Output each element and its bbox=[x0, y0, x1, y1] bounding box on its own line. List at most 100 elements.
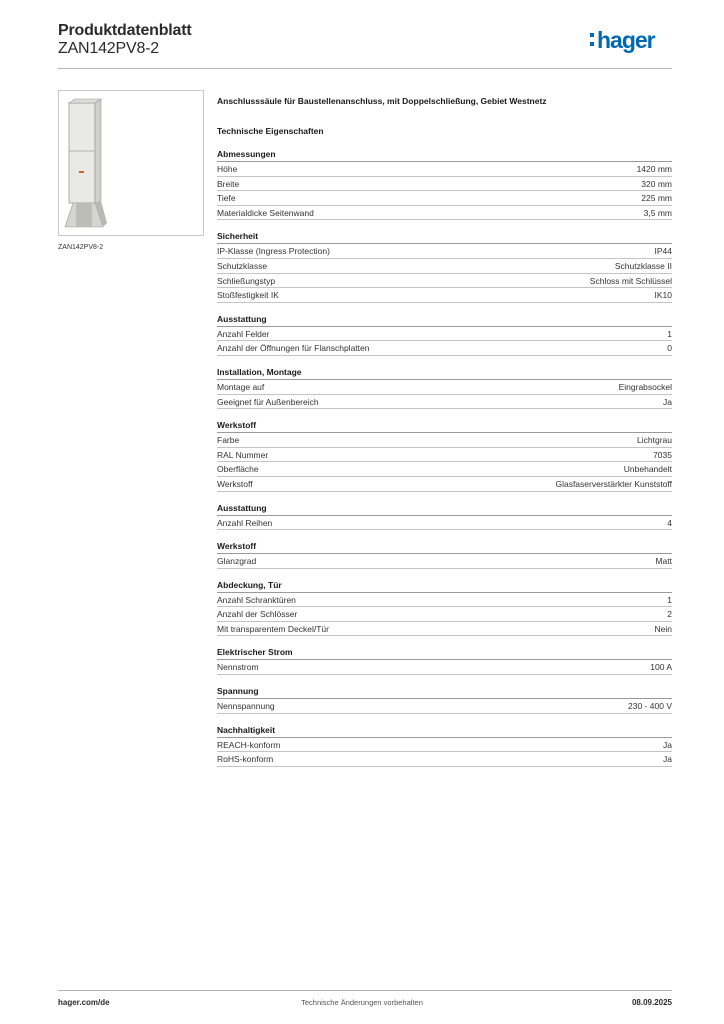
product-illustration bbox=[64, 98, 107, 228]
spec-value: 4 bbox=[667, 517, 672, 528]
logo-text: hager bbox=[597, 27, 656, 53]
section-title: Ausstattung bbox=[217, 502, 672, 516]
spec-row: Höhe 1420 mm bbox=[217, 162, 672, 177]
spec-label: Nennstrom bbox=[217, 662, 259, 673]
spec-row: Materialdicke Seitenwand 3,5 mm bbox=[217, 206, 672, 221]
spec-label: Anzahl Felder bbox=[217, 328, 270, 339]
spec-value: 320 mm bbox=[641, 178, 672, 189]
section-title: Installation, Montage bbox=[217, 366, 672, 380]
spec-value: Schutzklasse II bbox=[614, 260, 672, 271]
section-title: Werkstoff bbox=[217, 419, 672, 434]
product-description: Anschlusssäule für Baustellenanschluss, … bbox=[217, 96, 547, 106]
spec-value: Ja bbox=[663, 739, 672, 750]
spec-value: Glasfaserverstärkter Kunststoff bbox=[555, 478, 672, 489]
spec-row: Schließungstyp Schloss mit Schlüssel bbox=[217, 274, 672, 289]
spec-row: Tiefe 225 mm bbox=[217, 191, 672, 206]
spec-row: Werkstoff Glasfaserverstärkter Kunststoff bbox=[217, 477, 672, 492]
section-title: Sicherheit bbox=[217, 230, 672, 245]
spec-label: Schließungstyp bbox=[217, 275, 276, 286]
spec-value: Unbehandelt bbox=[623, 464, 672, 475]
product-image bbox=[58, 90, 204, 236]
spec-label: Stoßfestigkeit IK bbox=[217, 290, 279, 301]
spec-row: Farbe Lichtgrau bbox=[217, 433, 672, 448]
spec-label: Werkstoff bbox=[217, 478, 253, 489]
spec-value: Ja bbox=[663, 396, 672, 407]
spec-label: Breite bbox=[217, 178, 240, 189]
spec-value: 0 bbox=[667, 343, 672, 354]
footer-date: 08.09.2025 bbox=[631, 998, 672, 1007]
spec-label: REACH-konform bbox=[217, 739, 281, 750]
spec-label: Materialdicke Seitenwand bbox=[217, 207, 314, 218]
spec-value: IK10 bbox=[654, 290, 673, 301]
spec-value: 7035 bbox=[653, 449, 672, 460]
footer-website: hager.com/de bbox=[58, 998, 110, 1007]
spec-row: Mit transparentem Deckel/Tür Nein bbox=[217, 622, 672, 637]
spec-label: Glanzgrad bbox=[217, 556, 257, 567]
spec-row: IP-Klasse (Ingress Protection) IP44 bbox=[217, 244, 672, 259]
spec-label: RAL Nummer bbox=[217, 449, 269, 460]
section-title: Nachhaltigkeit bbox=[217, 724, 672, 738]
spec-value: Matt bbox=[655, 556, 672, 567]
spec-row: RAL Nummer 7035 bbox=[217, 448, 672, 463]
spec-row: Anzahl der Öffnungen für Flanschplatten 0 bbox=[217, 341, 672, 356]
section-title: Abdeckung, Tür bbox=[217, 579, 672, 593]
spec-label: Anzahl der Öffnungen für Flanschplatten bbox=[217, 343, 370, 354]
section-title: Ausstattung bbox=[217, 313, 672, 327]
spec-value: Ja bbox=[663, 754, 672, 765]
product-code: ZAN142PV8-2 bbox=[58, 40, 159, 57]
spec-label: Tiefe bbox=[217, 193, 236, 204]
footer-notice: Technische Änderungen vorbehalten bbox=[301, 998, 423, 1007]
spec-content: Anschlusssäule für Baustellenanschluss, … bbox=[217, 96, 672, 777]
spec-value: 230 - 400 V bbox=[628, 701, 672, 712]
spec-value: 2 bbox=[667, 609, 672, 620]
spec-value: 1 bbox=[667, 594, 672, 605]
spec-value: Lichtgrau bbox=[637, 435, 672, 446]
spec-label: Anzahl Reihen bbox=[217, 517, 273, 528]
spec-value: 225 mm bbox=[641, 193, 672, 204]
spec-label: Höhe bbox=[217, 164, 238, 174]
spec-row: Nennstrom 100 A bbox=[217, 660, 672, 676]
spec-value: 1 bbox=[667, 328, 672, 339]
page-title: Produktdatenblatt bbox=[58, 22, 192, 39]
spec-value: 100 A bbox=[650, 662, 672, 673]
image-caption: ZAN142PV8-2 bbox=[58, 244, 104, 251]
section-title: Werkstoff bbox=[217, 540, 672, 555]
section-title: Abmessungen bbox=[217, 148, 672, 162]
spec-label: Montage auf bbox=[217, 381, 265, 392]
spec-label: Anzahl Schranktüren bbox=[217, 594, 296, 605]
spec-label: Oberfläche bbox=[217, 464, 259, 475]
tech-heading: Technische Eigenschaften bbox=[217, 126, 324, 136]
spec-value: Schloss mit Schlüssel bbox=[589, 275, 672, 286]
spec-row: Anzahl Reihen 4 bbox=[217, 516, 672, 531]
spec-value: IP44 bbox=[654, 246, 673, 257]
spec-value: Nein bbox=[654, 623, 672, 634]
spec-label: Farbe bbox=[217, 435, 240, 446]
spec-value: Eingrabsockel bbox=[618, 381, 672, 392]
spec-row: Nennspannung 230 - 400 V bbox=[217, 699, 672, 714]
spec-label: RoHS-konform bbox=[217, 754, 274, 765]
spec-label: Nennspannung bbox=[217, 701, 275, 712]
spec-row: REACH-konform Ja bbox=[217, 738, 672, 753]
spec-row: Breite 320 mm bbox=[217, 177, 672, 192]
spec-label: IP-Klasse (Ingress Protection) bbox=[217, 246, 330, 257]
spec-value: 1420 mm bbox=[636, 164, 672, 174]
spec-label: Mit transparentem Deckel/Tür bbox=[217, 623, 329, 634]
section-title: Spannung bbox=[217, 685, 672, 700]
footer-divider bbox=[58, 990, 672, 991]
spec-value: 3,5 mm bbox=[643, 207, 672, 218]
spec-row: Glanzgrad Matt bbox=[217, 554, 672, 569]
spec-row: Oberfläche Unbehandelt bbox=[217, 462, 672, 477]
section-title: Elektrischer Strom bbox=[217, 646, 672, 661]
